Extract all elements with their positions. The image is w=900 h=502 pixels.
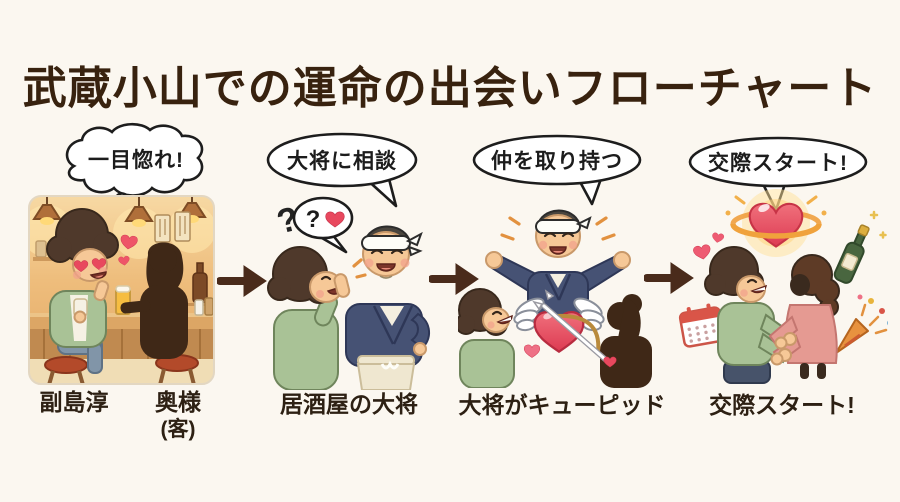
woman-silhouette <box>600 294 652 388</box>
page-title: 武蔵小山での運命の出会いフローチャート <box>22 64 878 114</box>
headband-knot <box>405 231 423 247</box>
arrow-right-icon <box>644 262 694 294</box>
stubble <box>379 275 393 279</box>
glow-rays <box>734 195 818 205</box>
apron <box>356 363 416 390</box>
mini-thought-bubble: ? <box>292 196 354 254</box>
man-happy-small <box>458 288 515 388</box>
small-heart-icon <box>523 344 541 358</box>
speech-bubble-step3: 仲を取り持つ <box>472 134 642 206</box>
hachimaki-headband <box>535 219 581 234</box>
woman-silhouette <box>120 242 199 384</box>
cupid-heart-icon <box>513 289 617 368</box>
cupid-bow <box>554 313 601 354</box>
party-popper-icon <box>835 294 888 354</box>
scene-master-cupid <box>458 209 652 388</box>
heart-ring <box>730 223 822 239</box>
bubble-text-step3: 仲を取り持つ <box>491 149 623 173</box>
speech-bubble-step4: 交際スタート! <box>688 136 868 212</box>
holding-hands <box>770 332 797 366</box>
scene-dating-start <box>678 189 888 384</box>
hand-on-cheek <box>93 280 110 302</box>
arrow-right-icon <box>217 265 267 297</box>
cupid-arrow <box>542 304 608 362</box>
joy-sparkles <box>500 216 616 241</box>
arrow-fletching <box>532 289 555 311</box>
label-okusama-line1: 奥様 <box>155 389 201 415</box>
label-master-cupid: 大将がキューピッド <box>458 392 666 418</box>
menu-papers <box>154 211 191 243</box>
silhouette-face <box>790 274 810 296</box>
glowing-heart-icon <box>725 189 827 257</box>
bubble-text-step2: 大将に相談 <box>287 149 397 173</box>
headband-knot <box>575 216 592 230</box>
izakaya-master <box>345 225 430 390</box>
label-soejima: 副島淳 <box>39 389 109 415</box>
izakaya-master-open-arms <box>485 209 631 325</box>
label-izakaya-master: 居酒屋の大将 <box>280 391 418 417</box>
label-okusama: 奥様 (客) <box>155 389 201 443</box>
mini-bubble-question: ? <box>306 206 321 233</box>
champagne-bottle-icon <box>833 224 870 284</box>
label-dating-start: 交際スタート! <box>709 392 855 418</box>
arm-akimbo <box>410 312 430 350</box>
bubble-text-step1: 一目惚れ! <box>88 148 184 172</box>
hachimaki-headband <box>361 235 411 251</box>
champagne-sparkles <box>869 210 887 239</box>
man-whispering <box>267 246 367 390</box>
whisper-hand <box>333 273 351 298</box>
scene-whisper-consult: ? ? <box>267 196 430 390</box>
man-soejima <box>44 208 119 384</box>
thought-bubble-step1: 一目惚れ! <box>65 122 204 217</box>
speech-bubble-step2: 大将に相談 <box>266 132 418 208</box>
emphasis-sparkles <box>352 258 367 279</box>
label-okusama-line2: (客) <box>160 418 196 441</box>
scene-izakaya <box>28 195 215 385</box>
bubble-text-step4: 交際スタート! <box>708 151 848 175</box>
arrow-right-icon <box>429 263 479 295</box>
